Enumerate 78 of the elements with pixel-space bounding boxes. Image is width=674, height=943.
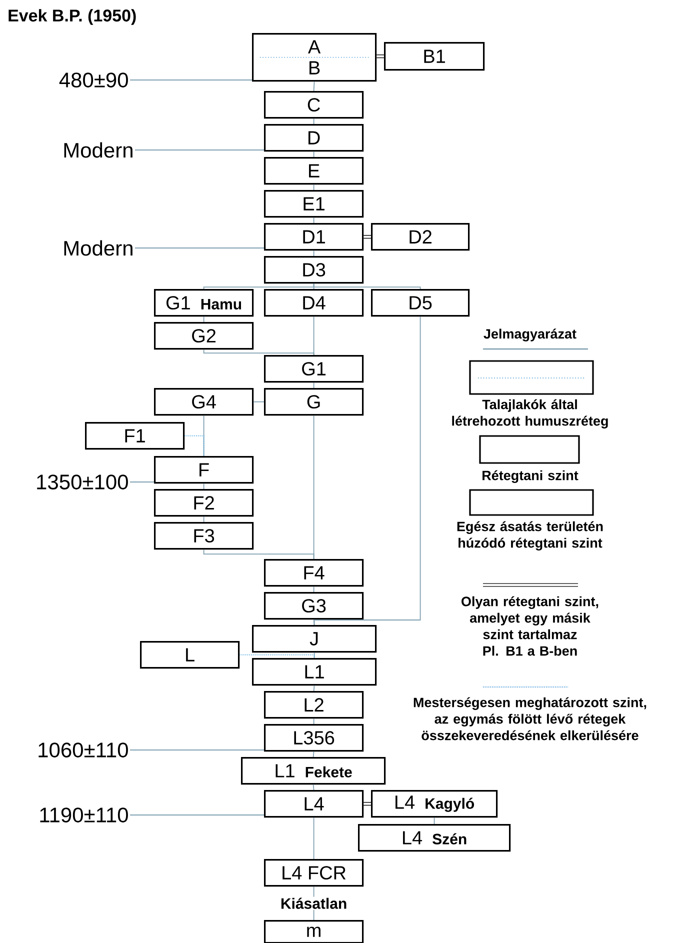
double-line	[364, 235, 371, 239]
stratum-box: L4 Kagyló	[371, 790, 498, 818]
connector-line	[203, 349, 314, 356]
title: Evek B.P. (1950)	[8, 9, 136, 25]
connector-line	[312, 784, 314, 790]
date-label: Modern	[64, 240, 132, 256]
connector-line	[313, 316, 314, 356]
stratum-box: E	[264, 157, 364, 185]
stratum-box: D1	[264, 223, 364, 251]
stratum-box: F1	[85, 422, 185, 450]
stratum-box: G1	[264, 355, 364, 383]
stratum-box: F2	[154, 489, 254, 517]
stratum-box: G3	[264, 592, 364, 620]
legend-entry: Mesterségesen meghatározott szint, az egymás fölött lévő rétegek összekeveredésének elkerülésére	[414, 686, 646, 740]
stratum-box: D	[264, 124, 364, 152]
date-label: 480±90	[59, 72, 128, 88]
date-label: 1190±110	[40, 808, 128, 822]
legend-entry: Rétegtani szint	[479, 435, 580, 483]
stratum-box: J	[252, 625, 377, 653]
connector-line	[313, 415, 314, 560]
connector-line	[313, 685, 315, 692]
stratum-box: G4	[154, 388, 254, 416]
stratum-box: E1	[264, 190, 364, 218]
date-label: 1060±110	[38, 742, 128, 758]
stratum-box: D2	[371, 223, 470, 251]
stratum-box: L1 Fekete	[241, 757, 386, 785]
stratum-box: B1	[384, 42, 485, 71]
connector-line	[203, 316, 204, 322]
connector-line	[203, 516, 204, 522]
stratum-box: L4 Szén	[358, 824, 511, 852]
connector-line	[313, 619, 315, 626]
stratum-box: L1	[252, 658, 377, 686]
date-label: Modern	[64, 142, 132, 158]
connector-line	[239, 654, 315, 658]
connector-line	[312, 751, 314, 758]
stratum-box: D3	[264, 256, 364, 284]
connector-line	[253, 401, 264, 402]
stratum-box: G1 Hamu	[154, 289, 254, 317]
legend-entry: Olyan rétegtani szint, amelyet egy másik szint tartalmaz Pl. B1 a B-ben	[462, 583, 598, 656]
connector-line	[313, 283, 421, 290]
stratum-box: L356	[264, 724, 364, 752]
edge-label: Kiásatlan	[279, 896, 348, 910]
stratum-box: A B	[252, 33, 377, 82]
stratum-box: D5	[371, 289, 470, 317]
legend-entry: Talajlakók által létrehozott humuszréteg	[452, 360, 608, 428]
connector-line	[313, 586, 314, 592]
double-line	[376, 54, 384, 58]
stratum-box: L4	[264, 790, 364, 818]
stratum-box: F3	[154, 522, 254, 550]
connector-line	[313, 817, 314, 860]
connector-line	[313, 382, 314, 388]
stratum-box: L	[140, 641, 240, 669]
connector-line	[313, 151, 314, 158]
connector-line	[434, 817, 435, 824]
connector-line	[313, 184, 314, 190]
connector-line	[313, 81, 315, 92]
stratum-box: L4 FCR	[264, 859, 364, 887]
stratum-box: G2	[154, 322, 254, 350]
legend-heading: Jelmagyarázat	[483, 328, 588, 350]
date-line	[130, 814, 264, 816]
legend-entry: Egész ásatás területén húzódó rétegtani szint	[457, 489, 603, 550]
connector-line	[313, 250, 314, 256]
connector-line	[184, 435, 204, 456]
stratum-box: m	[264, 920, 364, 943]
stratum-box: D4	[264, 289, 364, 317]
connector-line	[313, 718, 314, 724]
connector-line	[314, 652, 315, 658]
stratum-box: L2	[264, 691, 364, 719]
stratum-box: F	[154, 456, 254, 484]
double-line	[364, 802, 371, 806]
connector-line	[203, 415, 204, 456]
stratum-box: G	[264, 388, 364, 416]
stratum-box: C	[264, 91, 364, 119]
connector-line	[313, 118, 314, 124]
connector-line	[203, 483, 204, 490]
date-label: 1350±100	[37, 474, 128, 490]
stratum-box: F4	[264, 559, 364, 587]
connector-line	[313, 217, 314, 224]
